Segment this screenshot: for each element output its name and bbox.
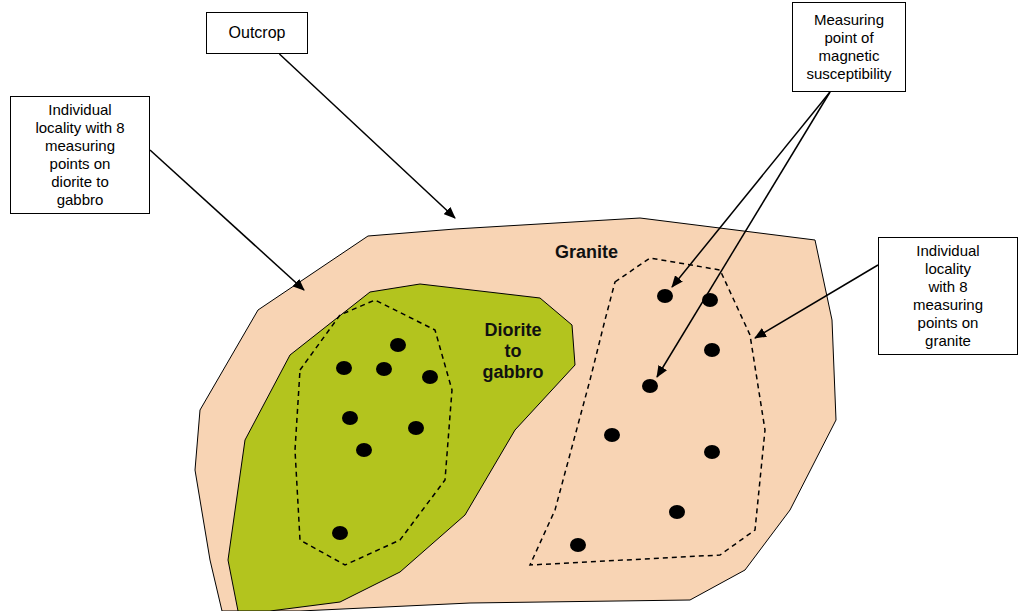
- outcrop-region-shape: [195, 218, 836, 611]
- diorite-region: Diorite to gabbro: [225, 280, 580, 611]
- rock-label: Diorite to gabbro: [477, 320, 549, 383]
- outcrop-region: GraniteDiorite to gabbro: [190, 218, 840, 611]
- leader-arrow: [150, 150, 304, 290]
- rock-label: Granite: [555, 242, 618, 263]
- callout-box: Measuring point of magnetic susceptibili…: [792, 2, 906, 92]
- callout-text: Individual locality with 8 measuring poi…: [31, 101, 129, 209]
- callout-box: Individual locality with 8 measuring poi…: [10, 96, 150, 214]
- leader-arrow: [672, 92, 830, 287]
- callout-box: Outcrop: [206, 12, 308, 54]
- measuring-dots: [332, 289, 720, 552]
- callout-text: Individual locality with 8 measuring poi…: [911, 242, 985, 350]
- callout-box: Individual locality with 8 measuring poi…: [878, 237, 1018, 355]
- leader-arrow: [755, 265, 878, 338]
- callout-text: Outcrop: [229, 24, 286, 42]
- leader-arrow: [657, 92, 830, 377]
- callout-text: Measuring point of magnetic susceptibili…: [799, 11, 899, 83]
- locality-outline: [530, 258, 765, 565]
- callout-arrow: [279, 54, 455, 218]
- diorite-region-shape: [228, 284, 575, 611]
- locality-outline: [295, 300, 452, 565]
